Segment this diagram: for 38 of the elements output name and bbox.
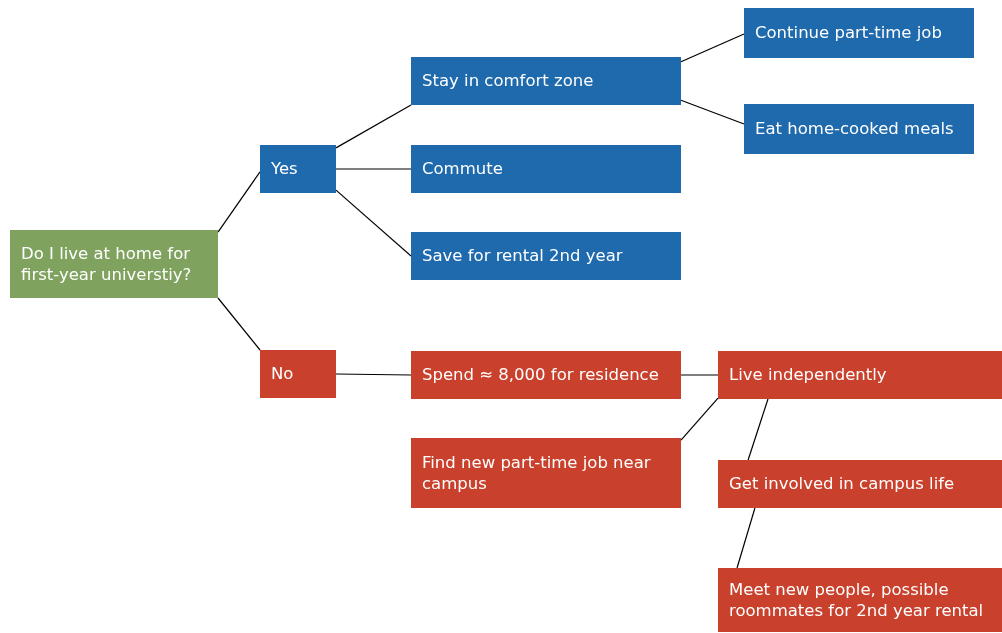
decision-box: [718, 351, 1002, 399]
connector-line: [335, 104, 412, 149]
decision-box: [744, 8, 974, 58]
decision-box: [411, 232, 681, 280]
connector-line: [680, 397, 719, 441]
box-label: No: [271, 363, 294, 385]
box-label: Meet new people, possible roommates for 2nd year rental: [729, 578, 985, 622]
box-label: Yes: [271, 158, 298, 180]
box-label: Commute: [422, 158, 503, 180]
decision-box: [718, 568, 1002, 632]
connector-line: [335, 373, 412, 376]
connector-line: [217, 297, 261, 351]
decision-box: [411, 145, 681, 193]
box-label: Save for rental 2nd year: [422, 245, 623, 267]
connector-line: [747, 398, 769, 461]
decision-box: [411, 351, 681, 399]
connector-line: [736, 507, 756, 569]
connector-line: [680, 374, 719, 376]
box-label: Eat home-cooked meals: [755, 118, 954, 140]
connector-line: [335, 168, 412, 170]
decision-box: [10, 230, 218, 298]
box-label: Continue part-time job: [755, 22, 942, 44]
decision-box: [411, 57, 681, 105]
box-label: Spend ≈ 8,000 for residence: [422, 364, 659, 386]
box-label: Get involved in campus life: [729, 473, 955, 495]
box-label: Stay in comfort zone: [422, 70, 594, 92]
decision-box: [260, 350, 336, 398]
box-label: Live independently: [729, 364, 887, 386]
connector-line: [680, 99, 745, 125]
connector-line: [335, 189, 412, 257]
decision-box: [411, 438, 681, 508]
box-label: Do I live at home for first-year universtiy?: [21, 242, 193, 286]
connector-line: [217, 171, 261, 233]
decision-box: [744, 104, 974, 154]
connector-line: [680, 33, 745, 63]
box-label: Find new part-time job near campus: [422, 451, 652, 495]
decision-box: [718, 460, 1002, 508]
decision-box: [260, 145, 336, 193]
